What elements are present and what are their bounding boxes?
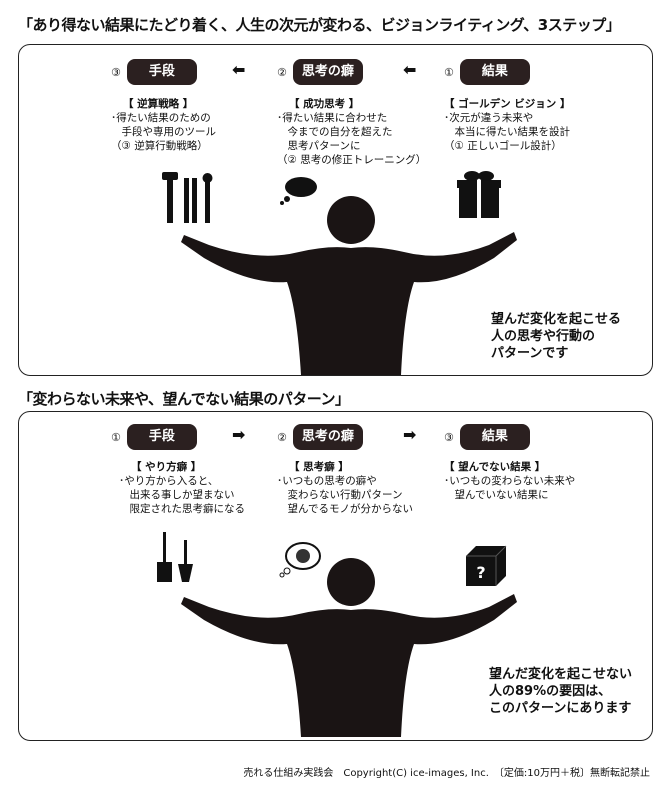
desc-means: 【 逆算戦略 】 ･得たい結果のための 手段や専用のツール （③ 逆算行動戦略）	[111, 97, 216, 153]
note-line: このパターンにあります	[489, 701, 632, 716]
person-arms-open-silhouette	[181, 196, 517, 375]
note-line: 人の89%の要因は、	[489, 684, 612, 699]
arrow-left-icon: ⬅	[403, 60, 417, 79]
desc-line: ･やり方から入ると、	[119, 475, 219, 487]
mystery-box-icon: ?	[466, 545, 507, 586]
note-line: パターンです	[491, 346, 569, 361]
note-line: 望んだ変化を起こせない	[489, 667, 633, 682]
desc-line: 今までの自分を超えた	[277, 126, 393, 138]
desc-line: （② 思考の修正トレーニング）	[277, 154, 427, 166]
arrow-right-icon: ➡	[232, 425, 246, 444]
step-label: 結果	[459, 59, 530, 85]
desc-line: （③ 逆算行動戦略）	[111, 140, 208, 152]
step-number: ③	[444, 430, 454, 444]
desc-heading: 【 成功思考 】	[289, 98, 360, 110]
gift-box-icon	[457, 171, 501, 218]
success-note: 望んだ変化を起こせる人の思考や行動のパターンです	[491, 311, 621, 362]
arrow-right-icon: ➡	[403, 425, 417, 444]
bottom-title: 「変わらない未来や、望んでない結果のパターン」	[18, 390, 350, 408]
step-result: ① 結果	[444, 59, 530, 85]
desc-line: 本当に得たい結果を設計	[444, 126, 570, 138]
step-means: ③ 手段	[111, 59, 197, 85]
success-pattern-panel: ③ 手段 ⬅ ② 思考の癖 ⬅ ① 結果 【 逆算戦略 】 ･得たい結果のための 手段や…	[18, 44, 653, 376]
desc-result: 【 望んでない結果 】 ･いつもの変わらない未来や 望んでいない結果に	[444, 460, 575, 502]
top-title: 「あり得ない結果にたどり着く、人生の次元が変わる、ビジョンライティング、3ステッ…	[18, 16, 621, 34]
desc-thinking-habit: 【 成功思考 】 ･得たい結果に合わせた 今までの自分を超えた 思考パターンに （②…	[277, 97, 426, 167]
desc-line: ･得たい結果のための	[111, 112, 211, 124]
failure-pattern-panel: ① 手段 ➡ ② 思考の癖 ➡ ③ 結果 【 やり方癖 】 ･やり方から入ると、 出来る…	[18, 411, 653, 741]
shovel-icon	[157, 532, 193, 582]
step-number: ②	[277, 430, 287, 444]
step-label: 思考の癖	[292, 59, 363, 85]
desc-heading: 【 思考癖 】	[289, 461, 349, 473]
step-number: ①	[111, 430, 121, 444]
desc-heading: 【 やり方癖 】	[131, 461, 202, 473]
desc-line: ･いつもの思考の癖や	[277, 475, 377, 487]
desc-line: ･得たい結果に合わせた	[277, 112, 388, 124]
question-mark: ?	[476, 563, 485, 582]
step-thinking-habit: ② 思考の癖	[277, 59, 363, 85]
arrow-left-icon: ⬅	[232, 60, 246, 79]
step-label: 手段	[126, 424, 197, 450]
step-number: ③	[111, 65, 121, 79]
desc-means: 【 やり方癖 】 ･やり方から入ると、 出来る事しか望まない 限定された思考癖にな…	[119, 460, 245, 516]
step-label: 思考の癖	[292, 424, 363, 450]
desc-line: 限定された思考癖になる	[119, 503, 245, 515]
step-means: ① 手段	[111, 424, 197, 450]
step-number: ①	[444, 65, 454, 79]
person-arms-open-silhouette	[181, 558, 517, 737]
desc-heading: 【 逆算戦略 】	[123, 98, 194, 110]
note-line: 望んだ変化を起こせる	[491, 312, 622, 327]
desc-heading: 【 望んでない結果 】	[444, 461, 546, 473]
desc-line: 思考パターンに	[277, 140, 361, 152]
desc-thinking-habit: 【 思考癖 】 ･いつもの思考の癖や 変わらない行動パターン 望んでるモノが分から…	[277, 460, 413, 516]
failure-note: 望んだ変化を起こせない人の89%の要因は、このパターンにあります	[489, 666, 632, 717]
desc-result: 【 ゴールデン ビジョン 】 ･次元が違う未来や 本当に得たい結果を設計 （① 正し…	[444, 97, 570, 153]
step-label: 結果	[459, 424, 530, 450]
desc-line: 変わらない行動パターン	[277, 489, 403, 501]
note-line: 人の思考や行動の	[491, 329, 596, 344]
footer-copyright: 売れる仕組み実践会 Copyright(C) ice-images, Inc. …	[243, 768, 650, 779]
thought-bubble-icon	[280, 177, 317, 205]
desc-line: 望んでいない結果に	[444, 489, 549, 501]
desc-line: 出来る事しか望まない	[119, 489, 235, 501]
step-number: ②	[277, 65, 287, 79]
step-thinking-habit: ② 思考の癖	[277, 424, 363, 450]
step-label: 手段	[126, 59, 197, 85]
desc-line: ･次元が違う未来や	[444, 112, 534, 124]
tools-icon	[162, 172, 213, 223]
desc-line: 望んでるモノが分からない	[277, 503, 413, 515]
tangled-thought-bubble-icon	[279, 542, 321, 578]
desc-line: 手段や専用のツール	[111, 126, 216, 138]
step-result: ③ 結果	[444, 424, 530, 450]
desc-heading: 【 ゴールデン ビジョン 】	[444, 98, 571, 110]
desc-line: （① 正しいゴール設計）	[444, 140, 562, 152]
desc-line: ･いつもの変わらない未来や	[444, 475, 576, 487]
